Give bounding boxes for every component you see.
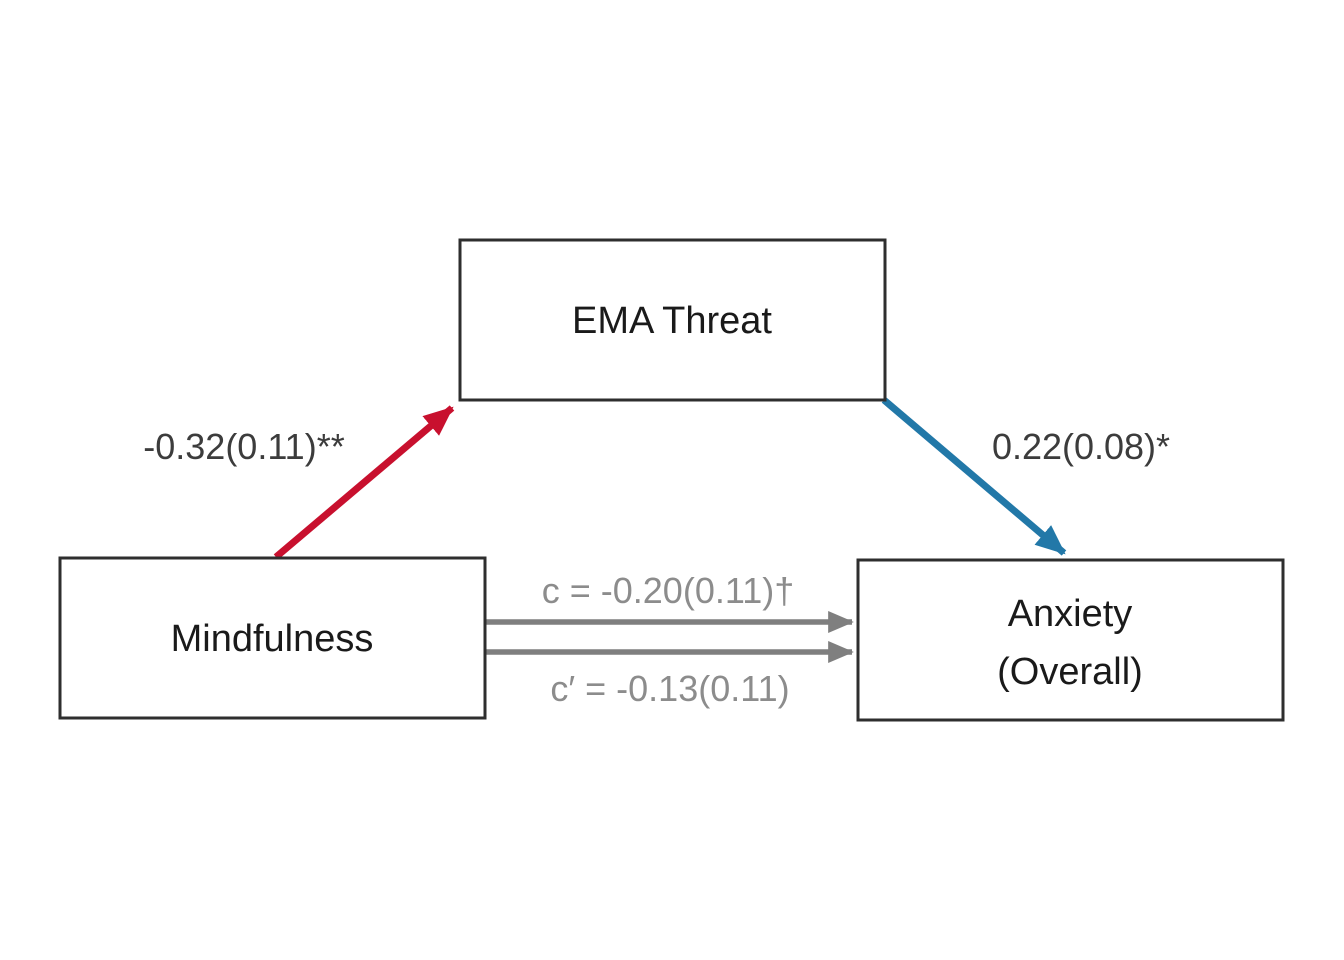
c-prime-path-coefficient-label: c′ = -0.13(0.11) [550, 668, 789, 709]
outcome-box-label-line1: Anxiety [1008, 593, 1133, 635]
outcome-box [856, 558, 1285, 722]
mediator-box [458, 238, 887, 402]
b-path-arrow [881, 397, 1067, 556]
a-path-coefficient-label: -0.32(0.11)** [143, 426, 344, 467]
b-path-coefficient-label: 0.22(0.08)* [992, 426, 1170, 467]
mediator-box-label: EMA Threat [572, 300, 772, 342]
predictor-box [58, 556, 487, 720]
c-path-coefficient-label: c = -0.20(0.11)† [542, 570, 794, 611]
a-path-arrow [273, 405, 455, 560]
predictor-box-label: Mindfulness [171, 618, 374, 660]
outcome-box-label-line2: (Overall) [997, 651, 1143, 693]
